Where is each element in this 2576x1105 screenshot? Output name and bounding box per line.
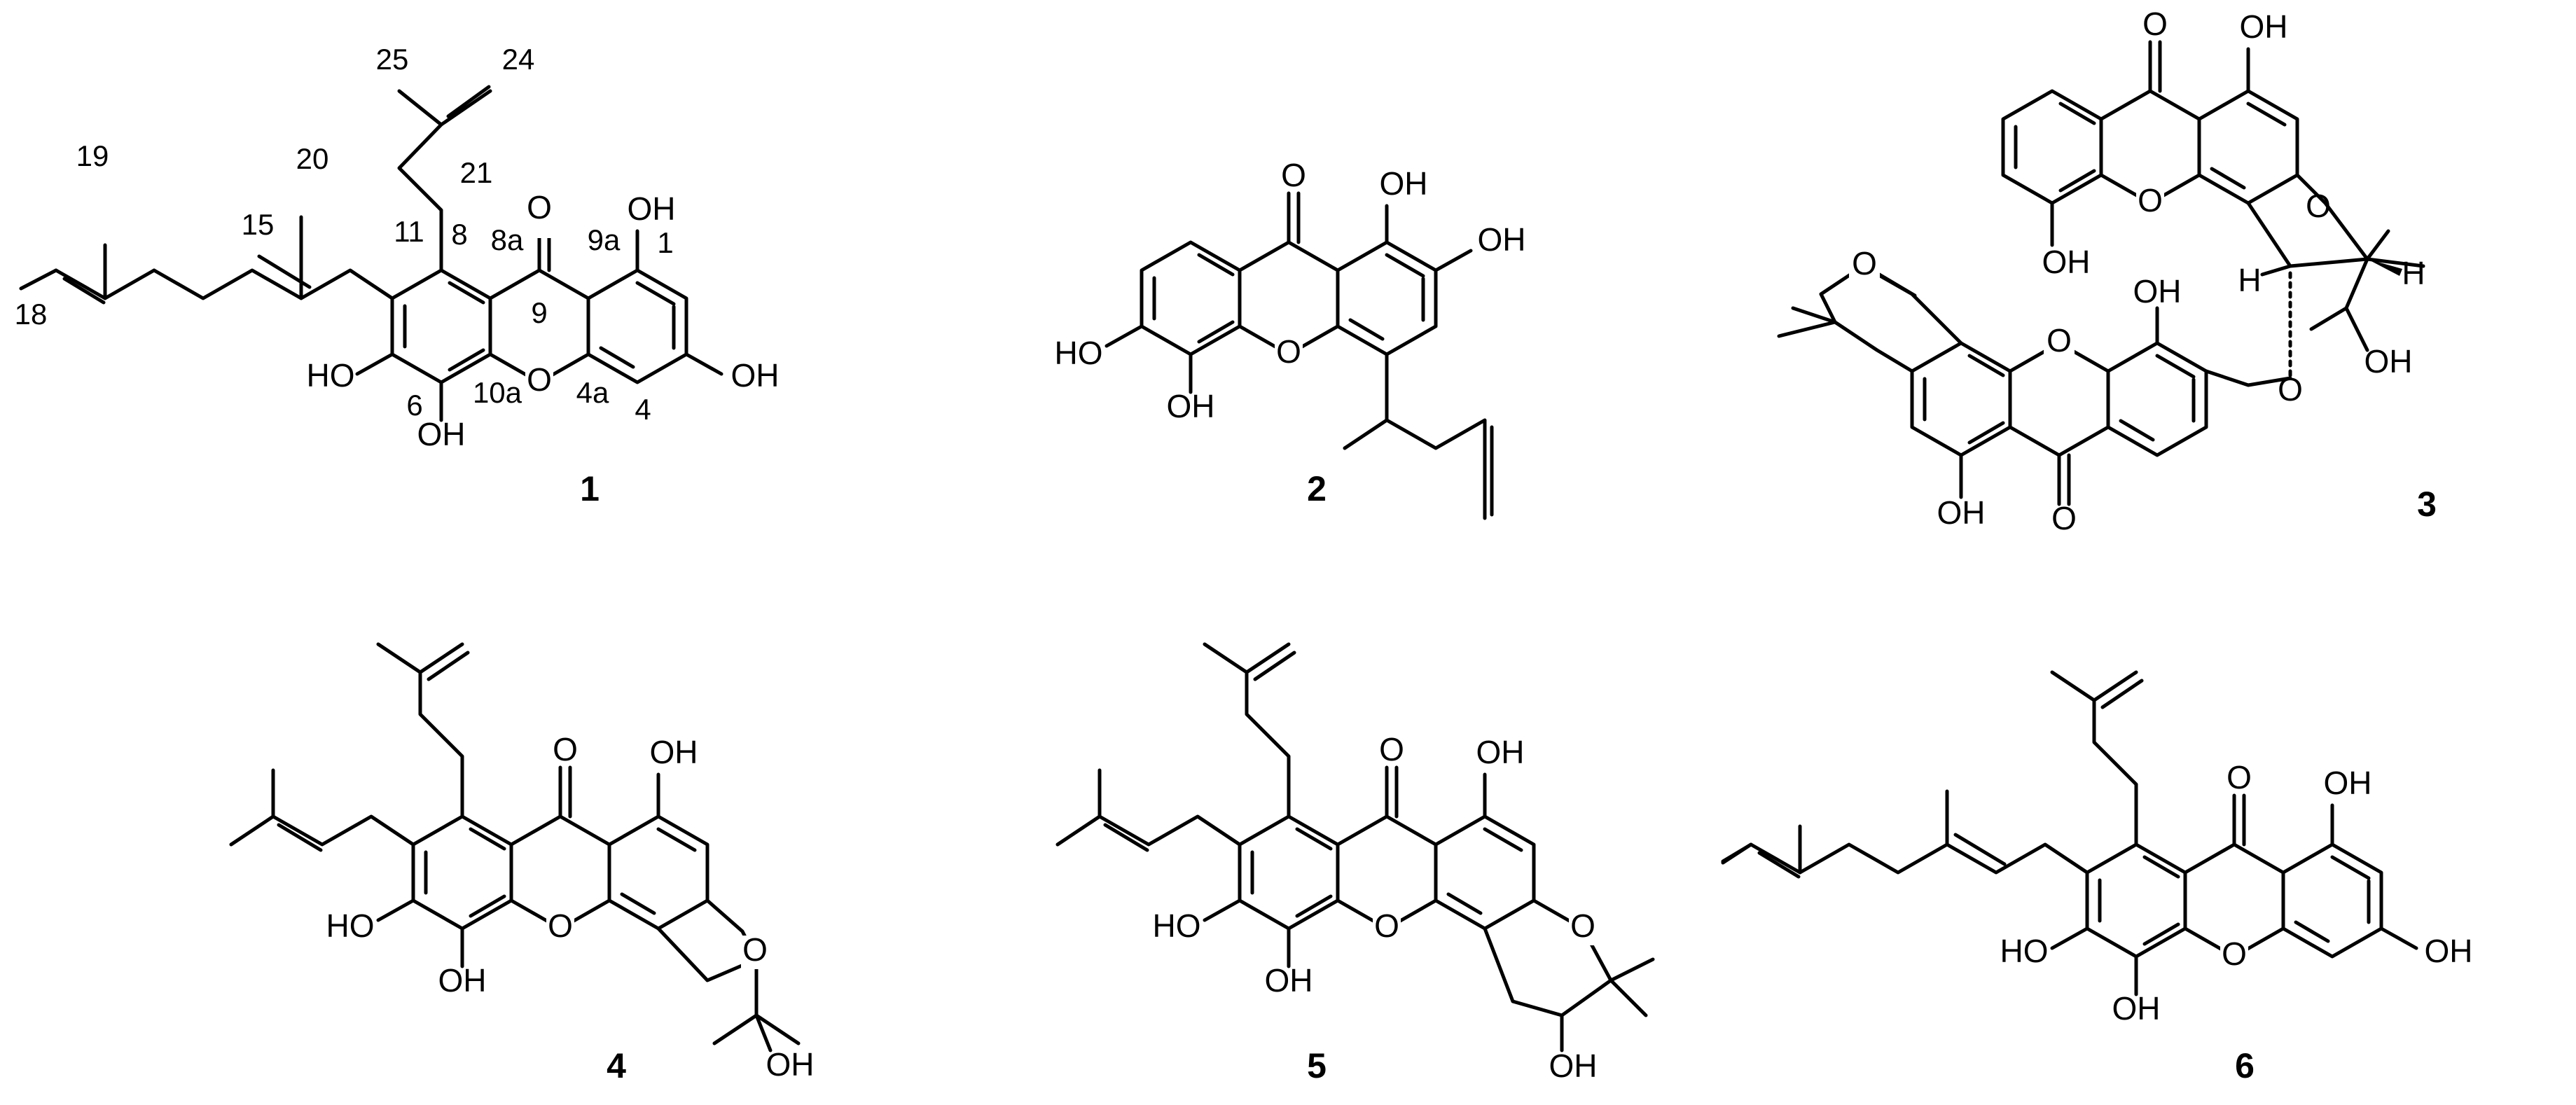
compound-1-locants: 25 24 19 20 21 11 15 18 8 8a 9a 1 9 6 10…	[15, 43, 674, 426]
atom-label: OH	[2133, 273, 2182, 310]
compound-number: 3	[2417, 485, 2437, 524]
atom-label: O	[1852, 245, 1877, 282]
compound-3-atoms: O OH O OH O H H OH O OH O O OH O	[1849, 6, 2425, 536]
locant: 1	[657, 226, 673, 259]
atom-label: O	[553, 731, 578, 767]
atom-label: OH	[766, 1046, 815, 1083]
locant: 8a	[491, 223, 524, 256]
atom-label: OH	[2240, 8, 2288, 45]
atom-label: OH	[1937, 494, 1986, 531]
atom-label: O	[527, 361, 552, 398]
compound-6: O OH OH HO O OH 6	[1721, 670, 2473, 1085]
locant: 25	[376, 43, 409, 76]
atom-label: OH	[628, 190, 676, 227]
atom-label: O	[2278, 371, 2303, 408]
locant: 20	[296, 142, 329, 175]
locant: 15	[242, 208, 275, 241]
atom-label: OH	[2425, 933, 2473, 969]
locant: 9	[531, 296, 547, 329]
compound-5-bonds	[1055, 642, 1655, 1052]
atom-label: H	[2238, 262, 2261, 298]
atom-label: OH	[1549, 1048, 1598, 1084]
atom-label: O	[2227, 759, 2252, 795]
atom-label: O	[1570, 908, 1595, 944]
locant: 8	[451, 218, 467, 251]
atom-label: O	[1379, 731, 1404, 767]
atom-label: OH	[2364, 343, 2413, 380]
atom-label: O	[1276, 333, 1301, 370]
atom-label: OH	[1265, 962, 1313, 999]
atom-label: OH	[1478, 221, 1526, 258]
atom-label: O	[548, 908, 573, 944]
locant: 6	[406, 389, 422, 422]
atom-label: OH	[2112, 990, 2161, 1027]
compound-4: O OH HO O O OH OH 4	[229, 642, 815, 1085]
atom-label: O	[2306, 188, 2331, 224]
compound-3: O OH O OH O H H OH O OH O O OH O 3	[1777, 6, 2437, 536]
compound-3-bonds	[1777, 40, 2425, 506]
compound-5: O OH HO O O OH OH 5	[1055, 642, 1655, 1085]
locant: 4	[635, 393, 651, 426]
atom-label: OH	[1476, 734, 1525, 770]
locant: 19	[76, 139, 109, 172]
locant: 11	[394, 215, 424, 248]
atom-label: O	[2047, 322, 2072, 359]
compound-6-atoms: O OH OH HO O OH	[2000, 759, 2473, 1027]
compound-6-bonds	[1721, 670, 2418, 996]
atom-label: O	[2222, 936, 2247, 972]
atom-label: HO	[2000, 933, 2049, 969]
atom-label: HO	[1153, 908, 1201, 944]
atom-label: OH	[1167, 388, 1215, 424]
atom-label: O	[2051, 500, 2077, 536]
compound-2: O OH OH HO O OH 2	[1055, 157, 1526, 520]
compound-number: 5	[1307, 1046, 1327, 1085]
atom-label: OH	[438, 962, 487, 999]
atom-label: HO	[307, 357, 355, 394]
locant: 24	[502, 43, 535, 76]
locant: 4a	[576, 376, 609, 409]
compound-number: 1	[580, 469, 600, 508]
locant: 21	[460, 156, 493, 189]
atom-label: H	[2402, 255, 2425, 291]
atom-label: O	[742, 931, 768, 968]
compound-2-atoms: O OH OH HO O OH	[1055, 157, 1526, 424]
locant: 10a	[473, 376, 522, 409]
atom-label: OH	[2324, 765, 2372, 801]
atom-label: O	[527, 189, 552, 225]
atom-label: O	[2142, 6, 2168, 42]
atom-label: OH	[417, 416, 466, 452]
atom-label: HO	[326, 908, 375, 944]
atom-label: OH	[1380, 165, 1428, 202]
atom-label: OH	[650, 734, 698, 770]
compound-number: 2	[1307, 469, 1327, 508]
atom-label: OH	[2042, 244, 2091, 280]
atom-label: OH	[731, 357, 780, 394]
compound-4-bonds	[229, 642, 801, 1052]
atom-label: O	[1281, 157, 1306, 193]
atom-label: O	[1374, 908, 1399, 944]
compound-5-atoms: O OH HO O O OH OH	[1153, 731, 1598, 1084]
compound-number: 6	[2235, 1046, 2255, 1085]
compound-1-bonds	[19, 85, 723, 422]
compound-1-atoms: O OH OH HO OH O	[307, 189, 780, 452]
atom-label: HO	[1055, 335, 1103, 371]
compound-number: 4	[607, 1046, 626, 1085]
atom-label: O	[2138, 182, 2163, 218]
compound-1: O OH OH HO OH O 25 24 19 20 21 11 15 18 …	[15, 43, 780, 508]
locant: 9a	[588, 223, 621, 256]
locant: 18	[15, 298, 48, 331]
compound-4-atoms: O OH HO O O OH OH	[326, 731, 815, 1083]
